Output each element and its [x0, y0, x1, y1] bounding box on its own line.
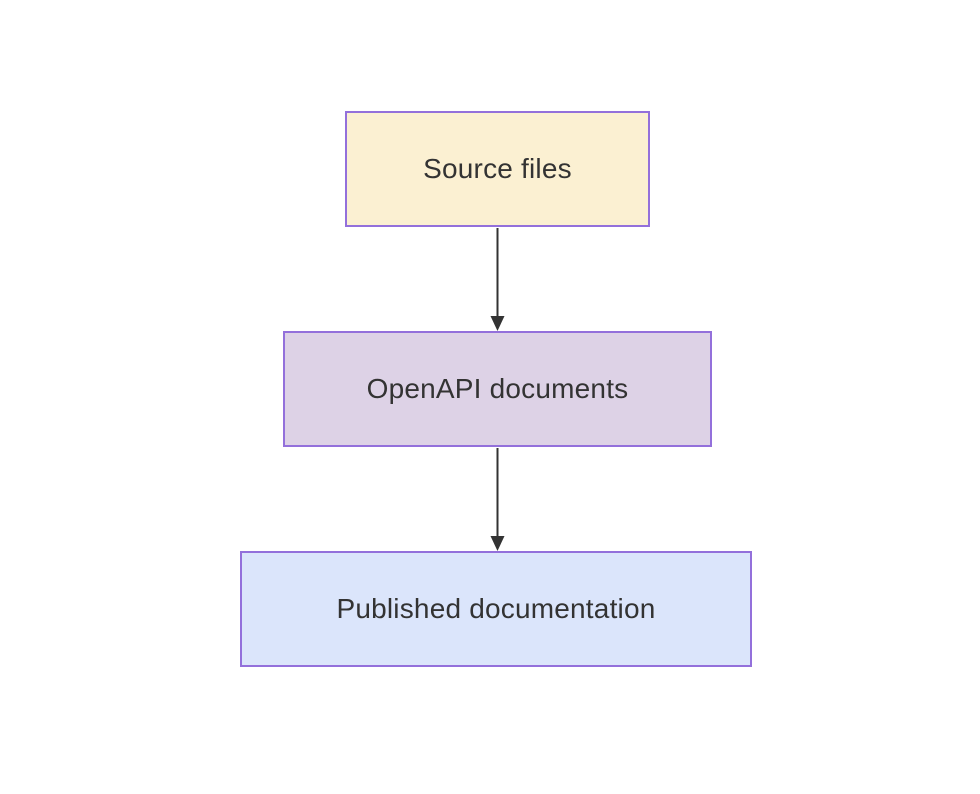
node-published-documentation: Published documentation [240, 551, 752, 667]
node-published-documentation-label: Published documentation [336, 593, 656, 624]
node-openapi-documents-label: OpenAPI documents [366, 373, 629, 404]
node-source-files: Source files [345, 111, 650, 227]
node-openapi-documents: OpenAPI documents [283, 331, 712, 447]
arrow-source-to-openapi [490, 228, 505, 331]
arrow-openapi-to-published [490, 448, 505, 551]
node-source-files-label: Source files [423, 153, 572, 184]
